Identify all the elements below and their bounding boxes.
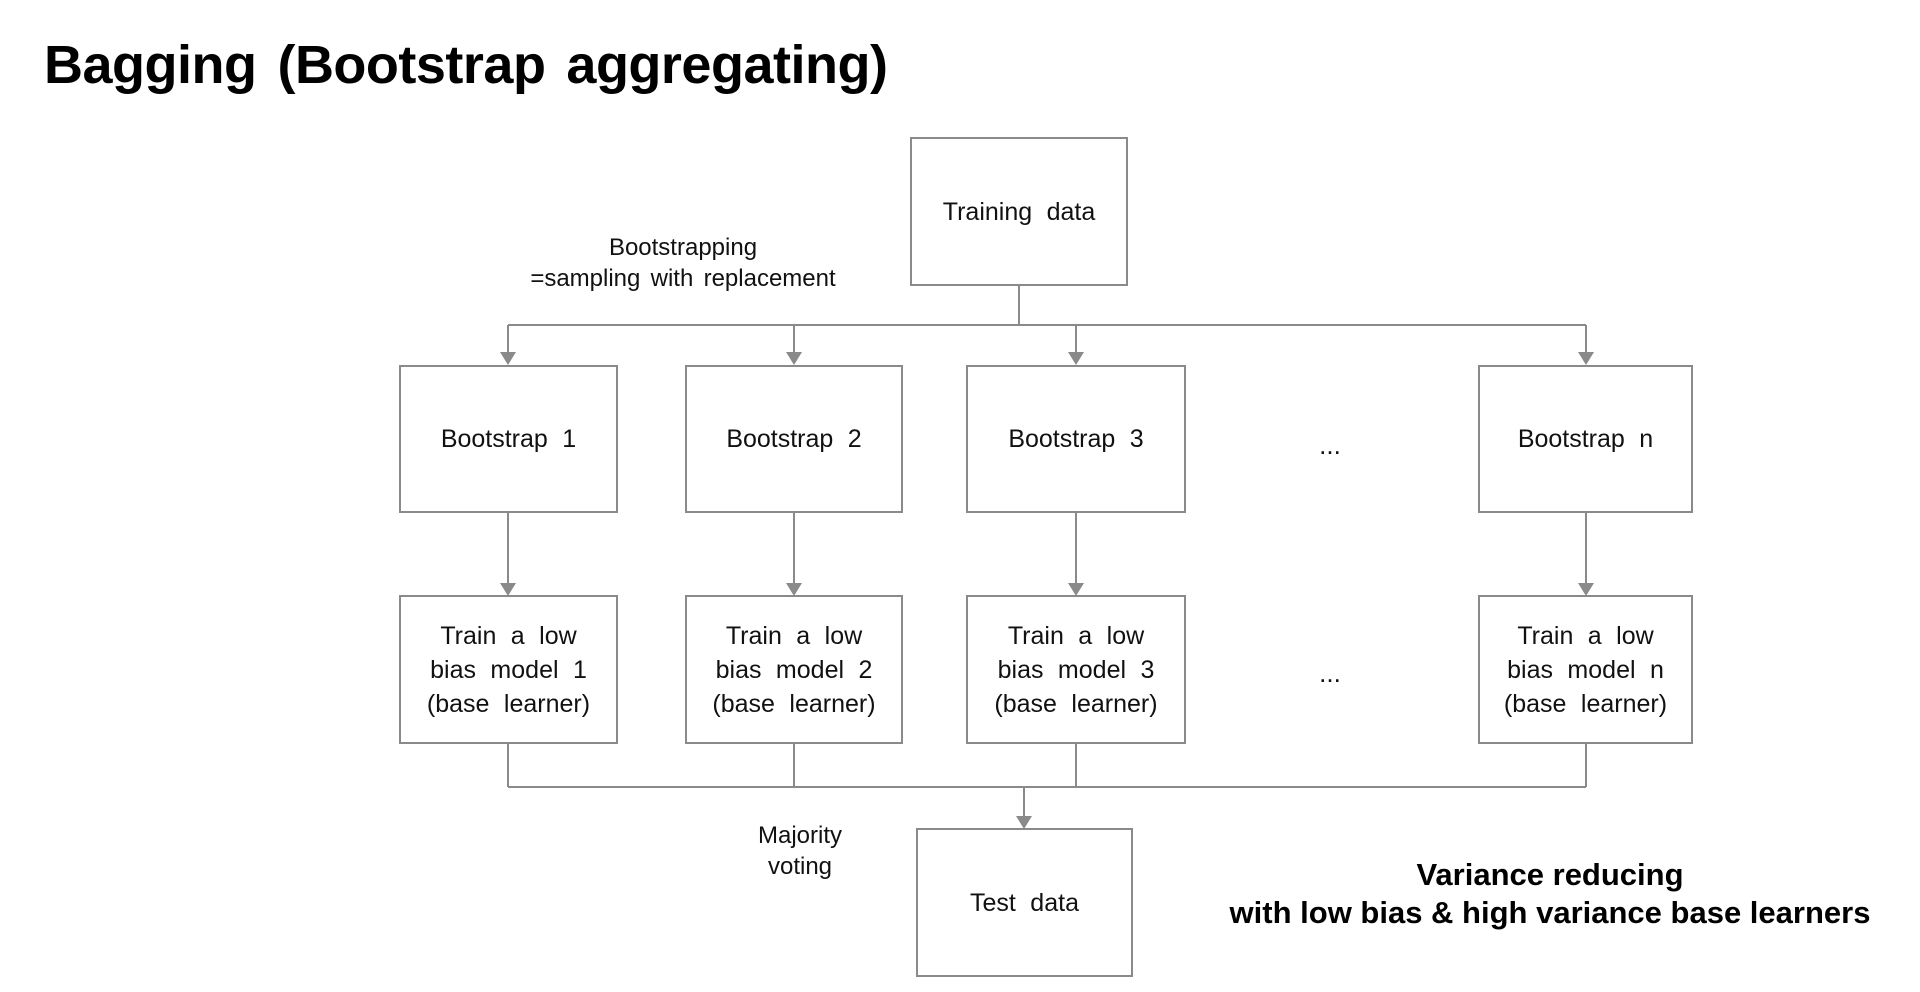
connector-models-to-test: [507, 744, 1587, 829]
label-majority-voting: Majority voting: [700, 820, 900, 882]
node-label: Test data: [970, 888, 1079, 917]
label-line: voting: [767, 853, 833, 880]
node-label: bias model n: [1507, 655, 1664, 684]
node-label: Bootstrap 2: [726, 425, 862, 453]
node-training-data: Training data: [910, 137, 1128, 286]
note-line: Variance reducing: [1416, 857, 1684, 892]
arrow-branch-to-bootstrap-1: [500, 325, 516, 365]
note-variance-reducing: Variance reducing with low bias & high v…: [1180, 856, 1920, 932]
slide-title: Bagging (Bootstrap aggregating): [44, 35, 888, 95]
note-line: with low bias & high variance base learn…: [1229, 895, 1871, 930]
node-label: Bootstrap 1: [440, 425, 577, 453]
arrow-bootstrap2-to-model2: [786, 513, 802, 596]
node-label: Train a low: [725, 621, 863, 650]
label-line: Majority: [757, 822, 842, 849]
arrow-branch-to-bootstrap-2: [786, 325, 802, 365]
node-label: Train a low: [1517, 621, 1654, 650]
node-label: (base learner): [426, 689, 591, 718]
arrow-branch-to-bootstrap-3: [1068, 325, 1084, 365]
node-bootstrap-3: Bootstrap 3: [966, 365, 1186, 513]
label-line: =sampling with replacement: [530, 265, 836, 292]
node-label: Bootstrap n: [1517, 425, 1654, 453]
node-label: Train a low: [1007, 621, 1145, 650]
node-label: Train a low: [440, 621, 577, 650]
node-bootstrap-1: Bootstrap 1: [399, 365, 618, 513]
label-line: Bootstrapping: [608, 234, 758, 261]
node-label: (base learner): [1503, 689, 1668, 718]
node-bootstrap-n: Bootstrap n: [1478, 365, 1693, 513]
node-label: bias model 1: [430, 655, 587, 684]
node-label: bias model 3: [997, 655, 1155, 684]
node-model-2: Train a low bias model 2 (base learner): [685, 595, 903, 744]
ellipsis-bootstrap-row: ...: [1319, 430, 1341, 460]
node-model-n: Train a low bias model n (base learner): [1478, 595, 1693, 744]
node-test-data: Test data: [916, 828, 1133, 977]
arrow-bootstrapn-to-modeln: [1578, 513, 1594, 596]
arrow-bootstrap3-to-model3: [1068, 513, 1084, 596]
node-label: Bootstrap 3: [1008, 425, 1144, 453]
arrowhead-icon: [786, 352, 802, 365]
arrow-bootstrap1-to-model1: [500, 513, 516, 596]
arrowhead-icon: [500, 583, 516, 596]
node-bootstrap-2: Bootstrap 2: [685, 365, 903, 513]
node-model-1: Train a low bias model 1 (base learner): [399, 595, 618, 744]
arrowhead-icon: [500, 352, 516, 365]
node-label: bias model 2: [715, 655, 873, 684]
arrowhead-icon: [1578, 583, 1594, 596]
arrowhead-icon: [1068, 583, 1084, 596]
node-label: (base learner): [994, 689, 1158, 718]
node-label: Training data: [942, 197, 1096, 226]
node-model-3: Train a low bias model 3 (base learner): [966, 595, 1186, 744]
node-label: (base learner): [712, 689, 876, 718]
arrowhead-icon: [1578, 352, 1594, 365]
ellipsis-model-row: ...: [1319, 658, 1341, 688]
label-bootstrapping: Bootstrapping =sampling with replacement: [433, 232, 933, 294]
arrow-branch-to-bootstrap-n: [1578, 325, 1594, 365]
arrowhead-icon: [1016, 816, 1032, 829]
connector-training-to-branch: [508, 286, 1586, 326]
arrowhead-icon: [786, 583, 802, 596]
arrowhead-icon: [1068, 352, 1084, 365]
